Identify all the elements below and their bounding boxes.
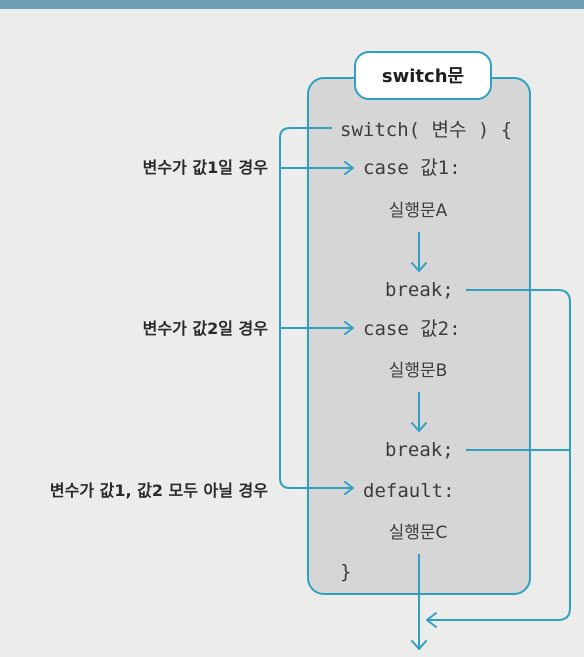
- arrow-a-to-break: [411, 262, 427, 272]
- case-2-label: case 값2:: [363, 318, 461, 340]
- arrow-to-case-1: [344, 161, 354, 175]
- condition-default: 변수가 값1, 값2 모두 아닐 경우: [50, 481, 268, 500]
- arrow-exit: [411, 640, 427, 650]
- default-label: default:: [363, 480, 455, 502]
- statement-c: 실행문C: [389, 523, 448, 543]
- dispatch-line: [279, 127, 352, 489]
- arrow-to-case-2: [344, 321, 354, 335]
- break-2: break;: [385, 439, 454, 461]
- arrow-to-default: [344, 481, 354, 495]
- case-1-label: case 값1:: [363, 157, 461, 179]
- top-border: [0, 0, 584, 9]
- break-1-exit-line: [428, 289, 571, 621]
- diagram-title: switch문: [382, 66, 464, 87]
- statement-a: 실행문A: [389, 201, 448, 221]
- statement-b: 실행문B: [389, 361, 448, 381]
- closing-brace: }: [340, 561, 351, 583]
- condition-value-1: 변수가 값1일 경우: [143, 158, 269, 177]
- arrow-merge: [426, 612, 437, 628]
- title-tab: [354, 51, 492, 100]
- condition-value-2: 변수가 값2일 경우: [143, 319, 269, 338]
- switch-statement: switch( 변수 ) {: [340, 119, 512, 141]
- break-1: break;: [385, 279, 454, 301]
- arrow-b-to-break: [411, 422, 427, 432]
